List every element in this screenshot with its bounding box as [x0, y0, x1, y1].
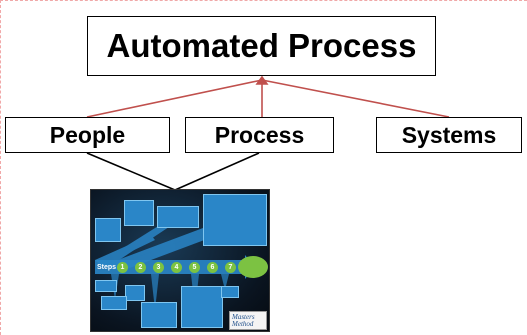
thumb-box-6 [141, 302, 177, 328]
roadmap-arrow-2 [101, 218, 175, 268]
step-4: 4 [171, 262, 182, 273]
thumb-box-9 [221, 286, 239, 298]
thumb-box-1 [95, 218, 121, 242]
thumb-box-4 [203, 194, 267, 246]
page-edge-left [0, 0, 1, 335]
step-3: 3 [153, 262, 164, 273]
systems-label: Systems [401, 121, 497, 148]
automated-process-box: Automated Process [87, 16, 436, 76]
connector-root-people [86, 79, 263, 118]
thumb-box-3 [157, 206, 199, 228]
connector-arrowhead [255, 75, 269, 85]
process-box: Process [185, 117, 334, 153]
process-label: Process [214, 121, 305, 148]
roadmap-arrow-down-2 [151, 274, 159, 310]
thumb-box-7 [181, 286, 223, 328]
thumb-box-8 [95, 280, 117, 292]
people-label: People [49, 121, 126, 148]
connector-people-image [86, 152, 176, 191]
step-2: 2 [135, 262, 146, 273]
systems-box: Systems [376, 117, 522, 153]
automated-process-label: Automated Process [106, 27, 417, 64]
thumb-box-2 [124, 200, 154, 226]
steps-heading: Steps [97, 264, 117, 271]
connector-process-image [174, 152, 260, 191]
page-edge-top [0, 0, 527, 1]
step-5: 5 [189, 262, 200, 273]
thumb-box-5 [125, 285, 145, 301]
thumb-box-10 [101, 296, 127, 310]
steps-end-badge [238, 256, 268, 278]
roadmap-arrow-down-4 [221, 274, 229, 290]
step-6: 6 [207, 262, 218, 273]
connector-root-systems [261, 79, 450, 118]
step-1: 1 [117, 262, 128, 273]
step-7: 7 [225, 262, 236, 273]
people-box: People [5, 117, 170, 153]
